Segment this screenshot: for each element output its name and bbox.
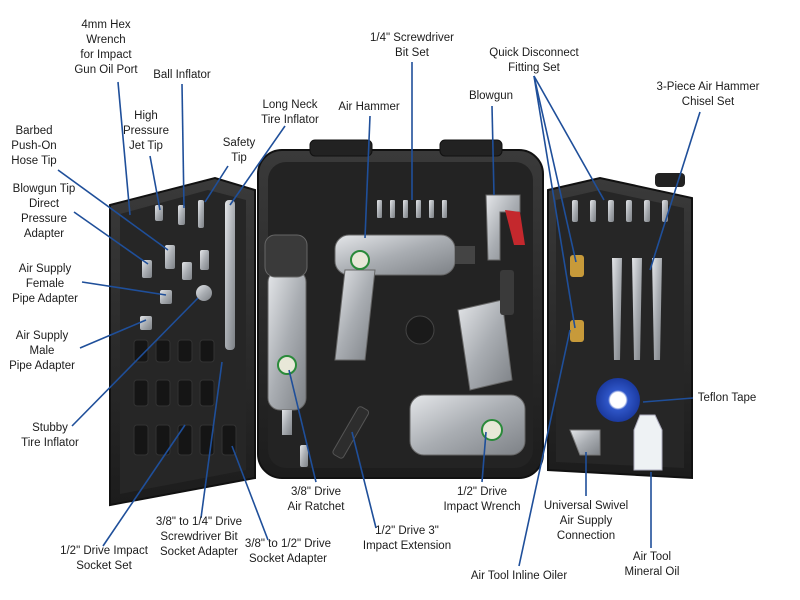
blowgun-tool (485, 194, 525, 261)
callout-blowgun: Blowgun (468, 90, 514, 102)
callout-air-tool-inline-oiler: Air Tool Inline Oiler (470, 570, 568, 582)
air-ratchet-tool (264, 234, 308, 435)
leader-lines (57, 62, 701, 567)
callout-teflon-tape: Teflon Tape (697, 392, 757, 404)
air-hammer-tool (334, 234, 475, 361)
teflon-tape-roll (596, 378, 640, 422)
center-tools (264, 194, 526, 467)
callout-air-hammer: Air Hammer (338, 101, 400, 113)
callout-impact-extension: 1/2" Drive 3"Impact Extension (362, 525, 452, 552)
right-wing-tools (569, 200, 668, 471)
impact-wrench-tool (409, 270, 526, 456)
callout-ball-inflator: Ball Inflator (153, 69, 211, 81)
